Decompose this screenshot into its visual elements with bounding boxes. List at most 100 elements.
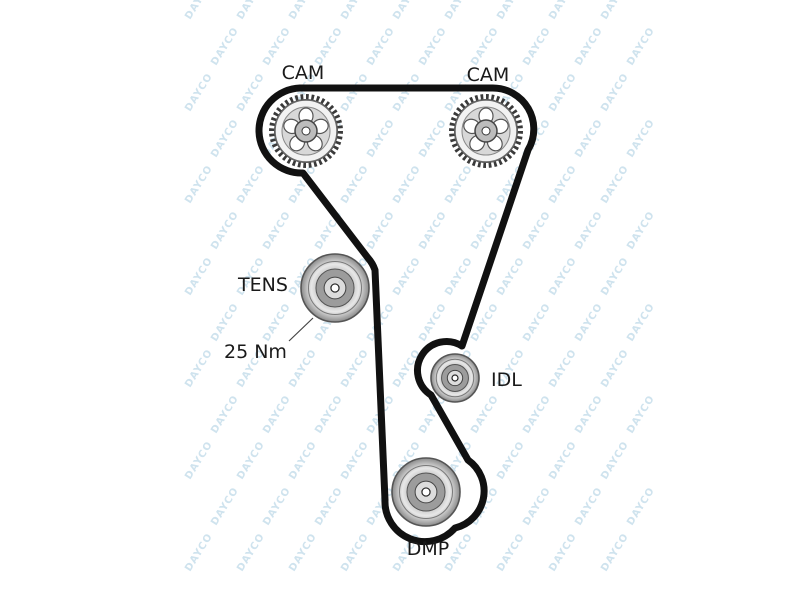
watermark-mark: DAYCO [261, 393, 293, 435]
watermark-mark: DAYCO [261, 485, 293, 527]
watermark-mark: DAYCO [417, 301, 449, 343]
tensioner-pulley [300, 253, 370, 323]
cam-sprocket-right [449, 94, 523, 168]
watermark-mark: DAYCO [521, 485, 553, 527]
watermark-mark: DAYCO [365, 209, 397, 251]
watermark-mark: DAYCO [209, 301, 241, 343]
watermark-mark: DAYCO [209, 393, 241, 435]
idler-pulley [430, 353, 480, 403]
watermark-mark: DAYCO [599, 531, 631, 573]
watermark-mark: DAYCO [417, 117, 449, 159]
watermark-mark: DAYCO [547, 0, 579, 22]
watermark-mark: DAYCO [391, 71, 423, 113]
watermark-mark: DAYCO [521, 209, 553, 251]
watermark-mark: DAYCO [235, 0, 267, 22]
watermark-mark: DAYCO [547, 163, 579, 205]
watermark-mark: DAYCO [573, 301, 605, 343]
watermark-mark: DAYCO [183, 0, 215, 22]
watermark-mark: DAYCO [287, 0, 319, 22]
watermark-mark: DAYCO [573, 209, 605, 251]
watermark-mark: DAYCO [573, 393, 605, 435]
label-cam-right: CAM [467, 64, 510, 86]
watermark-mark: DAYCO [339, 163, 371, 205]
watermark-mark: DAYCO [209, 209, 241, 251]
watermark-mark: DAYCO [547, 347, 579, 389]
watermark-mark: DAYCO [183, 163, 215, 205]
watermark-mark: DAYCO [183, 531, 215, 573]
watermark-mark: DAYCO [599, 255, 631, 297]
watermark-mark: DAYCO [183, 439, 215, 481]
watermark-mark: DAYCO [443, 0, 475, 22]
watermark-mark: DAYCO [339, 439, 371, 481]
watermark-mark: DAYCO [625, 485, 657, 527]
watermark-mark: DAYCO [339, 71, 371, 113]
watermark-mark: DAYCO [183, 255, 215, 297]
watermark-mark: DAYCO [261, 301, 293, 343]
watermark-mark: DAYCO [287, 531, 319, 573]
label-cam-left: CAM [282, 62, 325, 84]
watermark-mark: DAYCO [183, 71, 215, 113]
watermark-mark: DAYCO [443, 255, 475, 297]
watermark-mark: DAYCO [599, 71, 631, 113]
watermark-mark: DAYCO [573, 117, 605, 159]
watermark-mark: DAYCO [365, 117, 397, 159]
watermark-mark: DAYCO [495, 255, 527, 297]
watermark-mark: DAYCO [599, 0, 631, 22]
damper-pulley [391, 457, 461, 527]
watermark-mark: DAYCO [547, 255, 579, 297]
watermark-mark: DAYCO [391, 163, 423, 205]
watermark-mark: DAYCO [625, 25, 657, 67]
watermark-mark: DAYCO [235, 531, 267, 573]
watermark-mark: DAYCO [417, 25, 449, 67]
pulley-groove [435, 358, 475, 398]
watermark-mark: DAYCO [599, 439, 631, 481]
watermark-mark: DAYCO [547, 439, 579, 481]
watermark-mark: DAYCO [365, 25, 397, 67]
watermark-mark: DAYCO [521, 301, 553, 343]
pulley-groove [398, 464, 454, 520]
cam-sprocket-left [269, 94, 343, 168]
watermark-mark: DAYCO [573, 485, 605, 527]
label-idler: IDL [491, 369, 522, 391]
watermark-mark: DAYCO [209, 485, 241, 527]
label-damper: DMP [407, 538, 449, 560]
pulley-bolt [421, 487, 431, 497]
watermark-mark: DAYCO [495, 0, 527, 22]
watermark-mark: DAYCO [209, 25, 241, 67]
watermark-mark: DAYCO [339, 0, 371, 22]
watermark-mark: DAYCO [599, 163, 631, 205]
watermark-mark: DAYCO [183, 347, 215, 389]
timing-belt [255, 84, 538, 546]
watermark-mark: DAYCO [235, 163, 267, 205]
watermark-mark: DAYCO [287, 439, 319, 481]
watermark-mark: DAYCO [209, 117, 241, 159]
watermark-mark: DAYCO [547, 71, 579, 113]
watermark-mark: DAYCO [625, 301, 657, 343]
watermark-mark: DAYCO [391, 0, 423, 22]
watermark-mark: DAYCO [417, 209, 449, 251]
label-torque: 25 Nm [224, 341, 287, 363]
watermark-mark: DAYCO [625, 393, 657, 435]
watermark-mark: DAYCO [313, 209, 345, 251]
watermark-mark: DAYCO [443, 163, 475, 205]
pulley-bolt [330, 283, 340, 293]
watermark-mark: DAYCO [495, 439, 527, 481]
watermark-mark: DAYCO [313, 393, 345, 435]
watermark-mark: DAYCO [495, 531, 527, 573]
watermark-mark: DAYCO [313, 485, 345, 527]
label-tensioner: TENS [237, 274, 288, 296]
pulley-groove [307, 260, 363, 316]
watermark-mark: DAYCO [599, 347, 631, 389]
watermark-mark: DAYCO [469, 393, 501, 435]
sprocket-bore [301, 126, 311, 136]
watermark-mark: DAYCO [235, 439, 267, 481]
watermark-mark: DAYCO [339, 347, 371, 389]
watermark-mark: DAYCO [547, 531, 579, 573]
torque-leader-line [288, 317, 314, 342]
watermark-mark: DAYCO [391, 255, 423, 297]
watermark-mark: DAYCO [521, 25, 553, 67]
pulley-bolt [451, 374, 459, 382]
watermark-mark: DAYCO [261, 209, 293, 251]
